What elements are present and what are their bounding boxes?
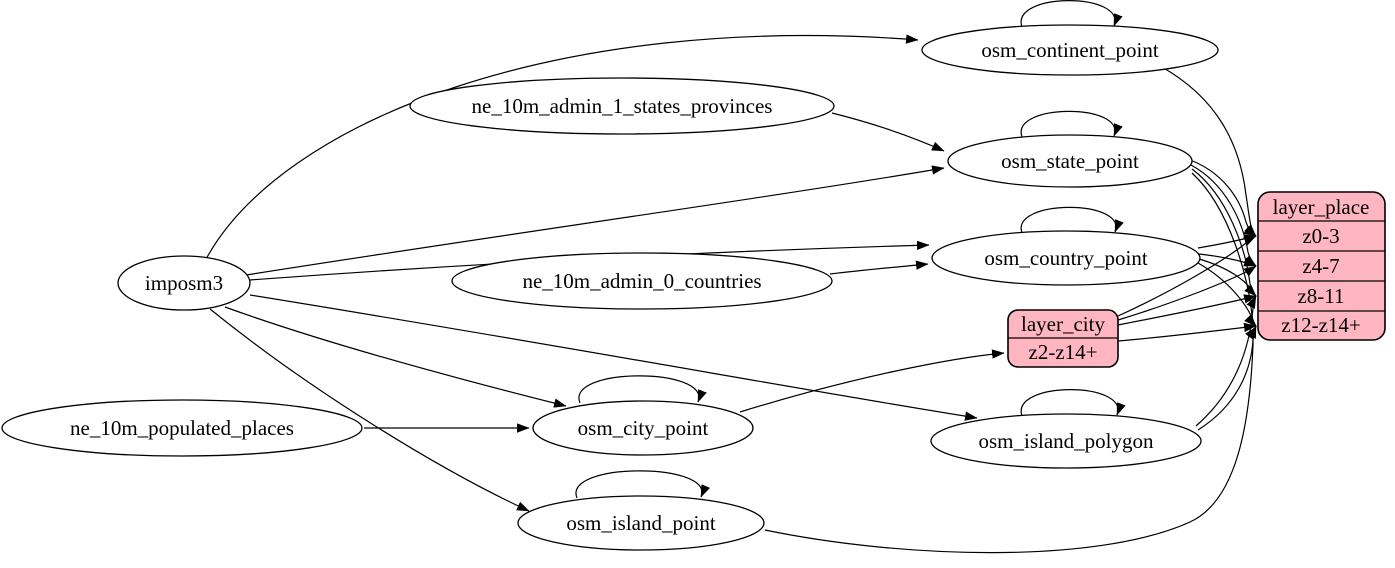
node-imposm3-label: imposm3 xyxy=(145,271,223,295)
node-osm_country_point-shape xyxy=(931,230,1201,286)
node-osm_state_point-label: osm_state_point xyxy=(1001,149,1139,173)
edge-layer_city-to-layer_place-z4-7 xyxy=(1117,265,1257,321)
node-osm_continent_point-shape xyxy=(921,24,1219,76)
edge-ne_10m_admin_1_states_provinces-to-osm_state_point xyxy=(831,112,945,152)
node-ne_10m_populated_places-shape xyxy=(1,399,363,457)
record-layer_city: layer_city z2-z14+ xyxy=(1007,309,1119,368)
node-ne_10m_populated_places: ne_10m_populated_places xyxy=(1,399,363,457)
edge-osm_state_point-to-layer_place-z4-7 xyxy=(1190,164,1257,267)
record-layer_place-row-z8-11: z8-11 xyxy=(1297,284,1344,308)
edge-layer_city-to-layer_place-z12-z14 xyxy=(1117,322,1257,342)
node-ne_10m_populated_places-label: ne_10m_populated_places xyxy=(70,416,294,440)
record-layer_place-row-z4-7: z4-7 xyxy=(1302,254,1339,278)
node-osm_state_point-shape xyxy=(947,134,1193,188)
edge-ne_10m_admin_0_countries-to-osm_country_point xyxy=(829,260,929,275)
record-layer_city-title: layer_city xyxy=(1021,312,1105,336)
node-ne_10m_admin_0_countries-shape xyxy=(451,252,833,310)
node-ne_10m_admin_0_countries: ne_10m_admin_0_countries xyxy=(451,252,833,310)
node-ne_10m_admin_1_states_provinces-shape xyxy=(409,77,835,135)
node-ne_10m_admin_1_states_provinces: ne_10m_admin_1_states_provinces xyxy=(409,77,835,135)
edge-osm_country_point-to-layer_place-z4-7 xyxy=(1198,253,1257,267)
edges xyxy=(204,0,1257,554)
node-osm_island_point: osm_island_point xyxy=(517,495,765,551)
node-osm_island_polygon-label: osm_island_polygon xyxy=(978,429,1154,453)
node-osm_continent_point-label: osm_continent_point xyxy=(981,38,1158,62)
self-loop-osm_country_point xyxy=(1020,206,1124,234)
edge-imposm3-to-osm_state_point xyxy=(245,165,945,276)
edge-osm_city_point-to-layer_city xyxy=(739,349,1005,413)
edge-imposm3-to-osm_island_point xyxy=(209,308,530,512)
self-loop-osm_island_point xyxy=(575,470,710,499)
edge-layer_city-to-layer_place-z8-11 xyxy=(1117,294,1257,326)
self-loop-osm_island_polygon xyxy=(1020,389,1126,417)
node-osm_continent_point: osm_continent_point xyxy=(921,24,1219,76)
edge-osm_country_point-to-layer_place-z8-11 xyxy=(1198,258,1257,297)
edge-imposm3-to-osm_continent_point xyxy=(204,34,919,262)
node-osm_country_point-label: osm_country_point xyxy=(984,246,1147,270)
node-osm_city_point: osm_city_point xyxy=(532,400,754,456)
node-osm_state_point: osm_state_point xyxy=(947,134,1193,188)
edge-osm_country_point-to-layer_place-z12-z14 xyxy=(1197,262,1257,327)
node-osm_island_point-label: osm_island_point xyxy=(566,511,716,535)
record-layer_place-title: layer_place xyxy=(1273,195,1370,219)
self-loop-osm_state_point xyxy=(1020,110,1123,138)
node-osm_island_polygon: osm_island_polygon xyxy=(930,413,1202,469)
node-osm_country_point: osm_country_point xyxy=(931,230,1201,286)
edge-imposm3-to-osm_city_point xyxy=(224,306,567,408)
node-osm_island_polygon-shape xyxy=(930,413,1202,469)
record-layer_place: layer_place z0-3 z4-7 z8-11 z12-z14+ xyxy=(1257,191,1386,341)
edge-osm_island_polygon-to-layer_place-z8-11 xyxy=(1195,295,1257,427)
self-loop-osm_city_point xyxy=(578,375,707,404)
edge-osm_state_point-to-layer_place-z0-3 xyxy=(1189,159,1257,237)
node-ne_10m_admin_1_states_provinces-label: ne_10m_admin_1_states_provinces xyxy=(472,94,773,118)
node-osm_city_point-shape xyxy=(532,400,754,456)
edge-osm_island_point-to-layer_place-z12-z14 xyxy=(764,326,1257,554)
node-osm_island_point-shape xyxy=(517,495,765,551)
node-osm_city_point-label: osm_city_point xyxy=(578,416,709,440)
edge-imposm3-to-osm_island_polygon xyxy=(249,294,978,421)
record-layer_place-row-z0-3: z0-3 xyxy=(1302,224,1339,248)
self-loop-osm_continent_point xyxy=(1020,0,1123,28)
node-imposm3-shape xyxy=(117,255,251,311)
record-layer_place-shape xyxy=(1257,191,1386,341)
edge-layer_city-to-layer_place-z0-3 xyxy=(1117,235,1257,317)
node-ne_10m_admin_0_countries-label: ne_10m_admin_0_countries xyxy=(522,269,761,293)
record-layer_place-row-z12-z14: z12-z14+ xyxy=(1281,313,1360,337)
edge-osm_state_point-to-layer_place-z8-11 xyxy=(1191,168,1257,297)
record-layer_city-row-z2-z14: z2-z14+ xyxy=(1029,340,1098,364)
node-imposm3: imposm3 xyxy=(117,255,251,311)
